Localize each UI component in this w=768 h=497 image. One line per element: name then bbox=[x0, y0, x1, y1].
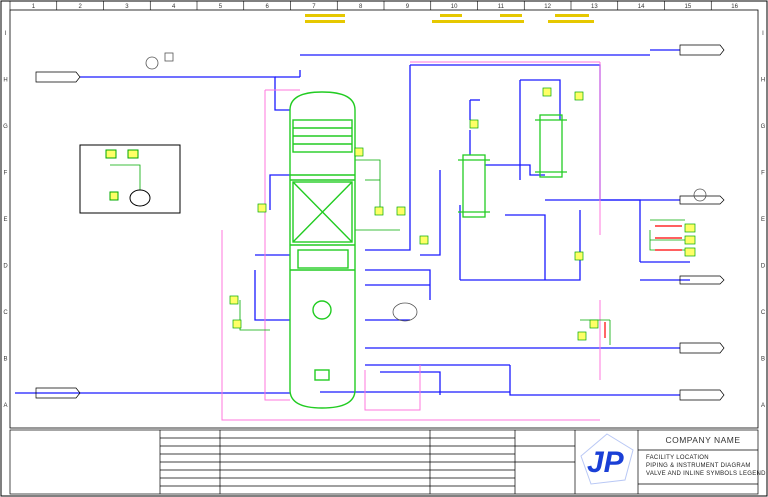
grid-column-label: 10 bbox=[451, 4, 458, 10]
grid-column-label: 8 bbox=[359, 4, 363, 10]
grid-row-label: E bbox=[761, 217, 765, 223]
instrument-tags bbox=[229, 87, 696, 341]
grid-column-label: 11 bbox=[498, 4, 505, 10]
grid-column-label: 9 bbox=[406, 4, 410, 10]
grid-row-label: G bbox=[761, 124, 766, 130]
grid-column-label: 5 bbox=[219, 4, 223, 10]
alarm-lines bbox=[604, 225, 682, 338]
grid-column-label: 4 bbox=[172, 4, 176, 10]
grid-row-label: A bbox=[3, 403, 7, 409]
grid-column-label: 16 bbox=[731, 4, 738, 10]
title-block-table bbox=[9, 429, 759, 495]
grid-row-label: H bbox=[3, 78, 7, 84]
off-page-connectors bbox=[35, 44, 725, 401]
top-header-notes bbox=[305, 14, 594, 23]
grid-column-label: 13 bbox=[591, 4, 598, 10]
grid-row-label: I bbox=[5, 31, 7, 37]
logo-text: JP bbox=[587, 446, 625, 479]
grid-row-label: D bbox=[3, 263, 8, 269]
grid-column-label: 14 bbox=[638, 4, 645, 10]
grid-row-labels-right: I H G F E D C B A bbox=[761, 31, 766, 409]
title-line-diagram: PIPING & INSTRUMENT DIAGRAM bbox=[646, 463, 751, 469]
title-block: COMPANY NAME FACILITY LOCATION PIPING & … bbox=[640, 430, 766, 495]
grid-column-label: 3 bbox=[125, 4, 129, 10]
grid-row-label: B bbox=[3, 356, 7, 362]
company-name: COMPANY NAME bbox=[665, 435, 741, 445]
grid-row-label: H bbox=[761, 78, 765, 84]
grid-column-label: 12 bbox=[544, 4, 551, 10]
title-line-facility: FACILITY LOCATION bbox=[646, 455, 709, 461]
grid-row-label: E bbox=[3, 217, 7, 223]
grid-column-label: 15 bbox=[685, 4, 692, 10]
grid-row-label: G bbox=[3, 124, 8, 130]
grid-row-label: A bbox=[761, 403, 765, 409]
utility-lines bbox=[221, 61, 601, 421]
legend-inset-box bbox=[79, 144, 181, 214]
grid-row-label: C bbox=[3, 310, 8, 316]
grid-column-label: 2 bbox=[78, 4, 82, 10]
grid-row-label: B bbox=[761, 356, 765, 362]
grid-row-labels-left: I H G F E D C B A bbox=[3, 31, 8, 409]
grid-column-label: 6 bbox=[265, 4, 269, 10]
grid-row-label: F bbox=[4, 171, 8, 177]
title-line-legend: VALVE AND INLINE SYMBOLS LEGEND bbox=[646, 471, 766, 477]
pumps-and-valves bbox=[145, 52, 707, 322]
company-logo: JP bbox=[580, 433, 634, 485]
grid-row-label: D bbox=[761, 263, 766, 269]
instrument-lines bbox=[110, 159, 685, 345]
grid-column-label: 7 bbox=[312, 4, 316, 10]
distillation-column bbox=[289, 91, 356, 409]
grid-column-label: 1 bbox=[32, 4, 36, 10]
grid-row-label: C bbox=[761, 310, 766, 316]
grid-row-label: F bbox=[761, 171, 765, 177]
heat-exchangers bbox=[458, 114, 567, 218]
grid-row-label: I bbox=[762, 31, 764, 37]
